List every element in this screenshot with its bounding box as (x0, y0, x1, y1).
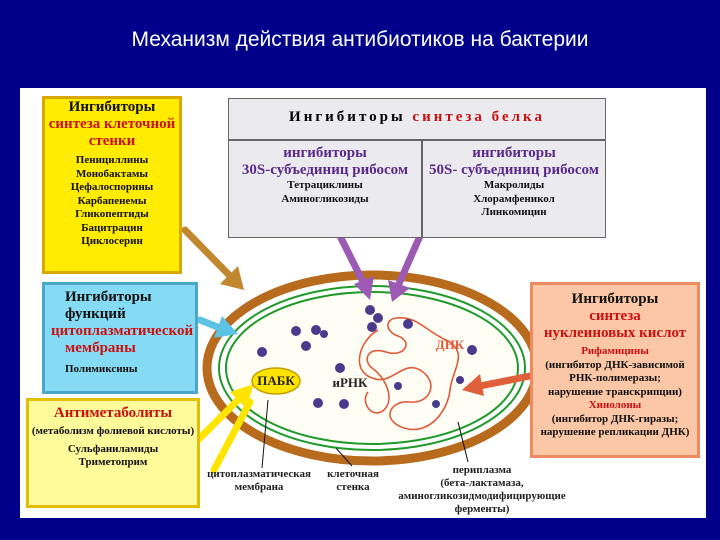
cell-wall-box-heading-3: стенки (88, 133, 136, 149)
drug-note: РНК-полимеразы; (569, 372, 661, 384)
drug-item: Тетрациклины (287, 179, 363, 191)
drug-item: Бацитрацин (81, 221, 143, 234)
drug-item: Макролиды (483, 179, 545, 191)
antimetabolites-box: Антиметаболиты (метаболизм фолиевой кисл… (26, 398, 200, 508)
drug-note: нарушение транскрипции) (548, 385, 682, 398)
label-line: цитоплазматическая (207, 468, 311, 480)
30s-inhibitors-box: ингибиторы 30S-субъединиц рибосом Тетрац… (228, 140, 422, 238)
drug-item: Цефалоспорины (70, 181, 154, 193)
drug-item: Гликопептиды (75, 208, 149, 220)
30s-heading-2: 30S-субъединиц рибосом (241, 162, 409, 178)
drug-note: нарушение репликации ДНК) (540, 426, 690, 438)
pointer-lines (261, 399, 469, 469)
arrows (181, 226, 534, 474)
label-line: периплазма (452, 464, 512, 476)
mrna-label: иРНК (332, 375, 368, 390)
label-line: стенка (336, 481, 370, 493)
periplasm-label: периплазма (бета-лактамаза, аминогликози… (392, 464, 572, 516)
label-line: клеточная (327, 468, 379, 480)
nucleic-acid-inhibitors-box: Ингибиторы синтеза нуклеиновых кислот Ри… (530, 282, 700, 458)
protein-header-part-2: синтеза белка (412, 109, 545, 125)
label-line: (бета-лактамаза, (440, 477, 524, 489)
cell-wall-label: клеточная стенка (318, 468, 388, 494)
cell-wall-box-heading-2: синтеза клеточной (48, 116, 176, 132)
membrane-box-heading-3: цитоплазматической (51, 323, 194, 339)
protein-header-part-1: Ингибиторы (289, 109, 413, 125)
membrane-box-heading: Ингибиторы (65, 289, 152, 305)
label-line: ферменты) (454, 503, 510, 515)
membrane-inhibitors-box: Ингибиторы функций цитоплазматической ме… (42, 282, 198, 394)
drug-item: Пенициллины (75, 154, 149, 166)
cell-wall-inhibitors-box: Ингибиторы синтеза клеточной стенки Пени… (42, 96, 182, 274)
drug-item: Карбапенемы (77, 194, 147, 207)
slide-title: Механизм действия антибиотиков на бактер… (131, 28, 589, 51)
paba-oval (251, 367, 301, 395)
membrane-box-heading-2: функций (65, 306, 126, 322)
dna-strand (358, 317, 460, 431)
drug-item: Аминогликозиды (281, 192, 369, 205)
antimetabolites-heading: Антиметаболиты (53, 405, 173, 421)
drug-item: Триметоприм (78, 456, 148, 468)
30s-heading: ингибиторы (283, 145, 367, 161)
drug-group: Хинолоны (588, 399, 642, 411)
drug-item: Полимиксины (65, 363, 138, 375)
protein-synthesis-header: Ингибиторы синтеза белка (228, 98, 606, 140)
ribosomes (257, 305, 477, 409)
drug-group: Рифамицины (581, 345, 649, 357)
label-line: мембрана (234, 481, 284, 493)
nucleic-box-heading-3: нуклеиновых кислот (543, 325, 687, 341)
cell-wall-box-heading: Ингибиторы (68, 99, 156, 115)
drug-item: Сульфаниламиды (67, 442, 159, 455)
dna-label: ДНК (435, 337, 465, 352)
50s-heading: ингибиторы (472, 145, 556, 161)
drug-item: Циклосерин (81, 235, 143, 247)
nucleic-box-heading: Ингибиторы (571, 291, 659, 307)
cytoplasmic-membrane-label: цитоплазматическая мембрана (198, 468, 320, 494)
nucleic-box-heading-2: синтеза (589, 308, 641, 324)
50s-inhibitors-box: ингибиторы 50S- субъединиц рибосом Макро… (422, 140, 606, 238)
drug-note: (ингибитор ДНК-зависимой (545, 358, 685, 371)
label-line: аминогликозидмодифицирующие (398, 490, 566, 502)
drug-item: Линкомицин (481, 206, 547, 218)
50s-heading-2: 50S- субъединиц рибосом (429, 162, 599, 178)
membrane-box-heading-4: мембраны (65, 340, 136, 356)
drug-item: Хлорамфеникол (473, 192, 555, 205)
paba-label: ПАБК (257, 373, 295, 388)
drug-item: Монобактамы (75, 167, 149, 180)
antimetabolites-subtitle: (метаболизм фолиевой кислоты) (31, 425, 195, 437)
drug-note: (ингибитор ДНК-гиразы; (551, 412, 679, 425)
